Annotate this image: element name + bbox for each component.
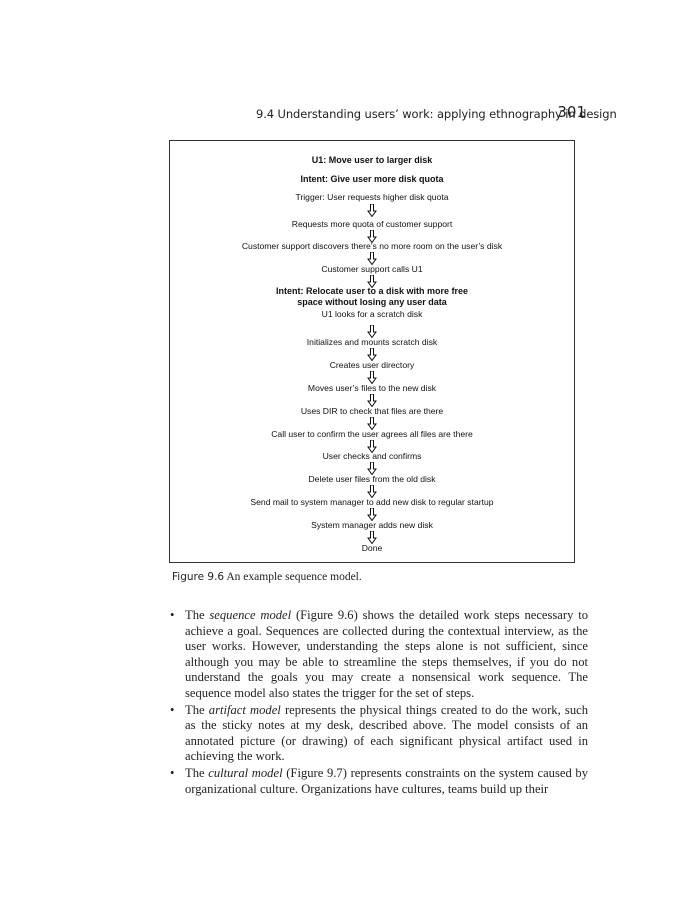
bullet-icon: • <box>170 608 175 622</box>
bullet-icon: • <box>170 765 175 780</box>
figure-caption: Figure 9.6 An example sequence model. <box>172 571 362 583</box>
seq-line: Intent: Relocate user to a disk with mor… <box>275 286 469 296</box>
down-arrow-icon <box>367 275 377 288</box>
down-arrow-icon <box>367 417 377 430</box>
seq-line: U1 looks for a scratch disk <box>321 309 423 319</box>
bullet-text: The <box>185 765 209 780</box>
down-arrow-icon <box>367 348 377 361</box>
bullet-text: represents the physical things created t… <box>185 702 589 764</box>
list-item: • The cultural model (Figure 9.7) represe… <box>168 766 588 797</box>
seq-line: Uses DIR to check that files are there <box>300 406 444 416</box>
list-item: • The sequence model (Figure 9.6) shows t… <box>168 608 588 702</box>
seq-line: Customer support calls U1 <box>321 264 423 274</box>
seq-line: Intent: Give user more disk quota <box>300 174 444 184</box>
figure-caption-text: An example sequence model. <box>226 571 362 583</box>
seq-line: System manager adds new disk <box>311 520 433 530</box>
down-arrow-icon <box>367 230 377 243</box>
down-arrow-icon <box>367 204 377 217</box>
seq-line: Send mail to system manager to add new d… <box>250 497 494 507</box>
seq-line: U1: Move user to larger disk <box>311 155 433 165</box>
down-arrow-icon <box>367 508 377 521</box>
seq-line: Trigger: User requests higher disk quota <box>295 192 449 202</box>
down-arrow-icon <box>367 394 377 407</box>
seq-line: Delete user files from the old disk <box>308 474 436 484</box>
list-item: • The artifact model represents the physi… <box>168 703 588 765</box>
figure-label: Figure 9.6 <box>172 571 225 583</box>
page-number: 301 <box>557 103 586 121</box>
seq-line: Creates user directory <box>329 360 415 370</box>
seq-line: Requests more quota of customer support <box>291 219 453 229</box>
bullet-term: artifact model <box>208 702 281 717</box>
bullet-term: cultural model <box>208 765 283 780</box>
seq-line: space without losing any user data <box>297 297 447 307</box>
seq-line: Moves user’s files to the new disk <box>307 383 437 393</box>
down-arrow-icon <box>367 371 377 384</box>
bullet-term: sequence model <box>209 608 292 622</box>
sequence-model-figure: U1: Move user to larger disk Intent: Giv… <box>169 140 575 563</box>
down-arrow-icon <box>367 485 377 498</box>
bullet-list: • The sequence model (Figure 9.6) shows t… <box>168 608 588 798</box>
down-arrow-icon <box>367 325 377 338</box>
seq-line: Customer support discovers there’s no mo… <box>241 241 503 251</box>
running-head-title: 9.4 Understanding users’ work: applying … <box>256 107 617 121</box>
down-arrow-icon <box>367 440 377 453</box>
seq-line: User checks and confirms <box>322 451 422 461</box>
bullet-text: The <box>185 702 209 717</box>
bullet-icon: • <box>170 702 175 717</box>
bullet-text: The <box>185 608 210 622</box>
down-arrow-icon <box>367 531 377 544</box>
down-arrow-icon <box>367 252 377 265</box>
down-arrow-icon <box>367 462 377 475</box>
bullet-text: (Figure 9.7) represents constraints on t… <box>185 765 588 796</box>
running-head: 9.4 Understanding users’ work: applying … <box>256 103 617 125</box>
seq-line: Initializes and mounts scratch disk <box>306 337 438 347</box>
bullet-text: (Figure 9.6) shows the detailed work ste… <box>185 608 588 700</box>
seq-line: Done <box>361 543 383 553</box>
seq-line: Call user to confirm the user agrees all… <box>271 429 473 439</box>
